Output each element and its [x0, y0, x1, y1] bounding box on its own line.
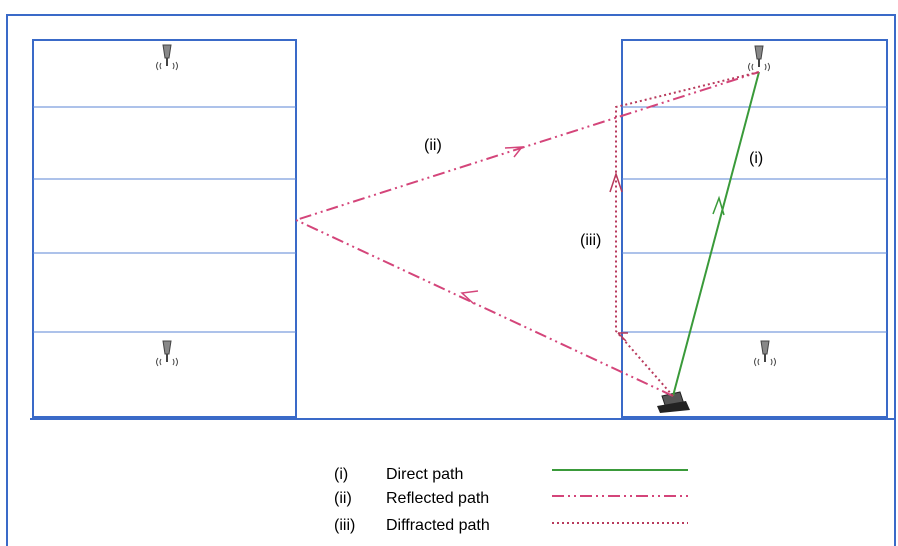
direct-path-line: [672, 71, 760, 397]
laptop-icon: [657, 391, 690, 413]
access-point-icon: [753, 340, 777, 367]
legend-id: (i): [334, 466, 348, 483]
diffracted-path-arrow: [617, 332, 628, 342]
legend-label: Reflected path: [386, 490, 489, 507]
reflected-path-arrow: [504, 146, 524, 158]
legend-label: Direct path: [386, 466, 463, 483]
access-point-icon: [155, 340, 179, 367]
legend-id: (ii): [334, 490, 352, 507]
direct-path-arrow: [712, 195, 725, 216]
diffracted-path-label: (iii): [580, 232, 601, 249]
legend-item-direct: (i) Direct path: [334, 466, 688, 483]
diffracted-path-line: [615, 71, 760, 397]
right-building-outline: [621, 39, 888, 418]
diffracted-path-arrow: [609, 171, 623, 193]
reflected-path-arrow: [460, 290, 479, 305]
reflected-path-label: (ii): [424, 137, 442, 154]
left-building: [32, 39, 297, 418]
right-building: [621, 39, 888, 418]
access-point-icon: [747, 45, 771, 72]
outer-frame: [6, 14, 896, 546]
reflected-path-line: [293, 71, 760, 397]
access-point-icon: [155, 44, 179, 71]
legend: (i) Direct path (ii) Reflected path (iii…: [334, 466, 688, 534]
legend-item-reflected: (ii) Reflected path: [334, 490, 688, 507]
legend-id: (iii): [334, 517, 355, 534]
legend-item-diffracted: (iii) Diffracted path: [334, 517, 688, 534]
direct-path-label: (i): [749, 150, 763, 167]
left-building-outline: [32, 39, 297, 418]
legend-label: Diffracted path: [386, 517, 490, 534]
